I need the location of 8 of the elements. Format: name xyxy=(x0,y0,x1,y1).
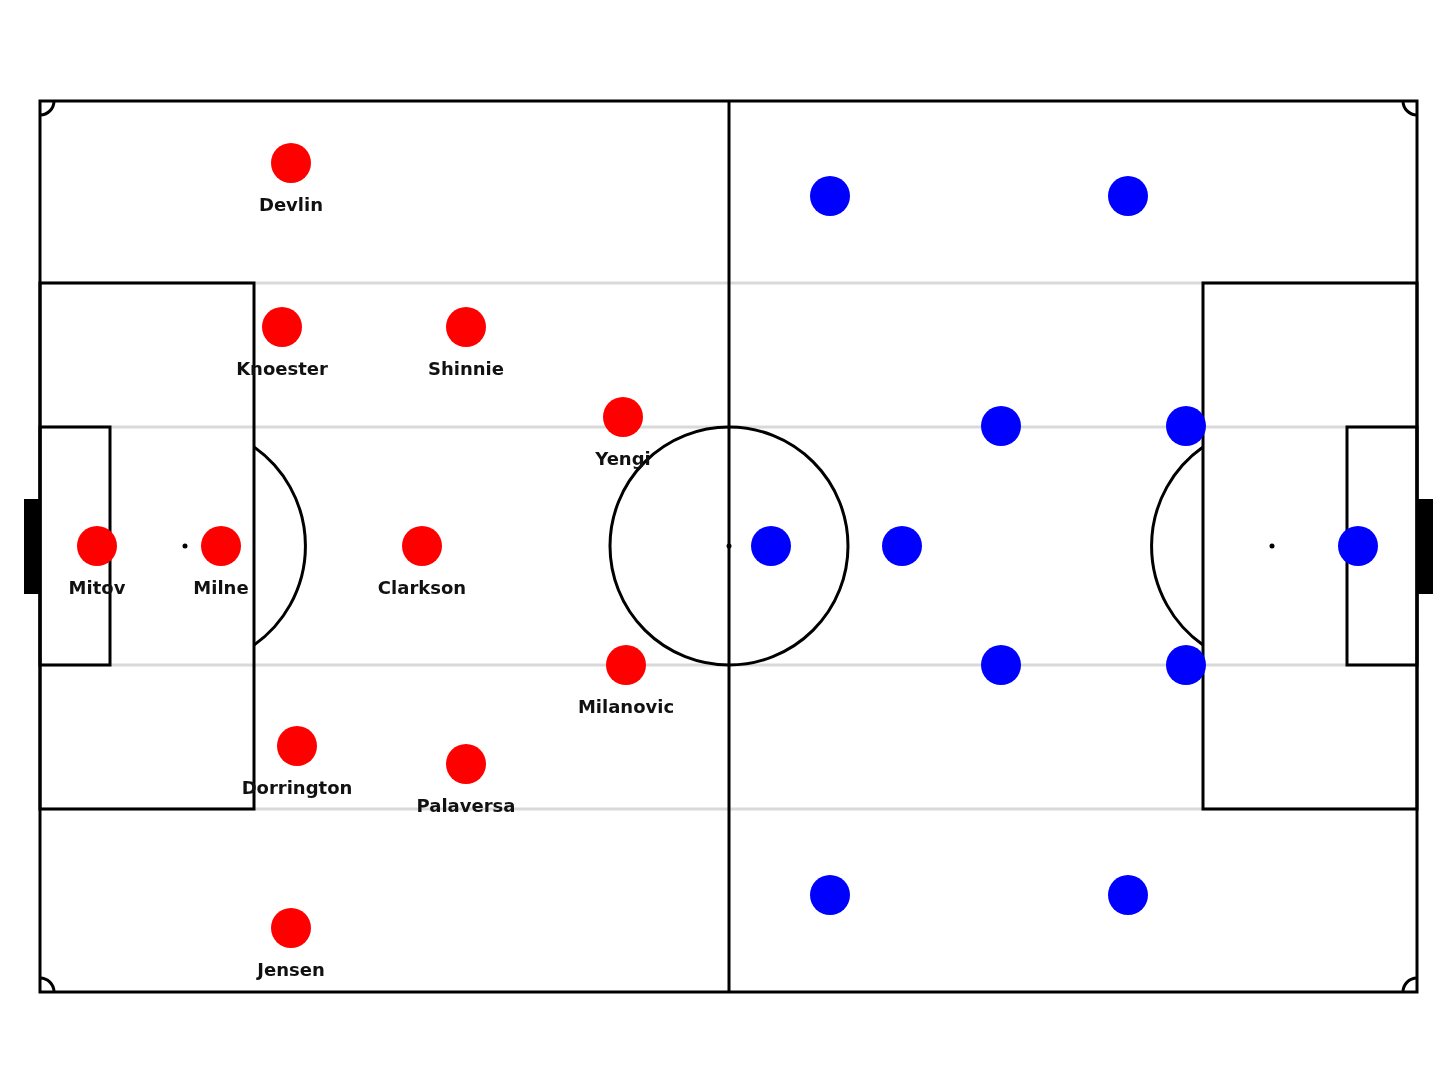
player-name: Palaversa xyxy=(416,795,516,817)
player-name: Milanovic xyxy=(577,696,675,718)
player-name: Devlin xyxy=(258,194,323,216)
player-name: Jensen xyxy=(257,959,325,981)
player-name: Milne xyxy=(193,577,249,599)
player-name: Clarkson xyxy=(377,577,467,599)
player-name: Yengi xyxy=(595,448,651,470)
player-name: Shinnie xyxy=(428,358,504,380)
